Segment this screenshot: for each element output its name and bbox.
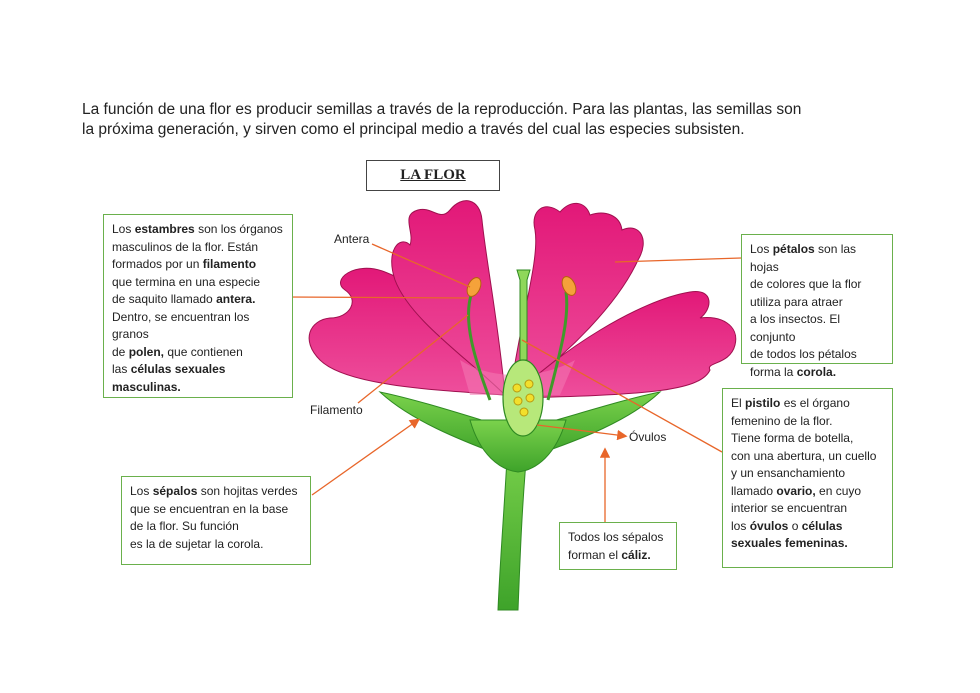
stem	[497, 439, 529, 611]
label-ovulos: Óvulos	[629, 430, 667, 444]
keyword-reproduccion: reproducción	[474, 101, 564, 118]
info-box-caliz: Todos los sépalos forman el cáliz.	[559, 522, 677, 570]
petal-upper-right	[509, 202, 644, 397]
info-box-pistilo: El pistilo es el órgano femenino de la f…	[722, 388, 893, 568]
petals	[308, 200, 737, 399]
pointer-lines	[286, 243, 742, 523]
intro-line-2: la próxima generación, y sirven como el …	[82, 121, 745, 138]
sepals	[378, 391, 662, 473]
keyword-semillas: semillas	[316, 101, 373, 118]
info-box-sepalos: Los sépalos son hojitas verdes que se en…	[121, 476, 311, 565]
intro-line-1: La función de una flor es producir semil…	[82, 101, 802, 118]
label-filamento: Filamento	[310, 403, 363, 417]
label-antera: Antera	[334, 232, 370, 246]
pistil	[502, 269, 544, 437]
receptacle	[469, 419, 567, 473]
ovary	[502, 359, 544, 437]
stamens	[466, 276, 577, 401]
info-box-petalos: Los pétalos son las hojas de colores que…	[741, 234, 893, 379]
intro-paragraph: La función de una flor es producir semil…	[82, 100, 912, 140]
info-box-estambres: Los estambres son los órganos masculinos…	[103, 214, 293, 398]
diagram-title: LA FLOR	[366, 160, 500, 191]
